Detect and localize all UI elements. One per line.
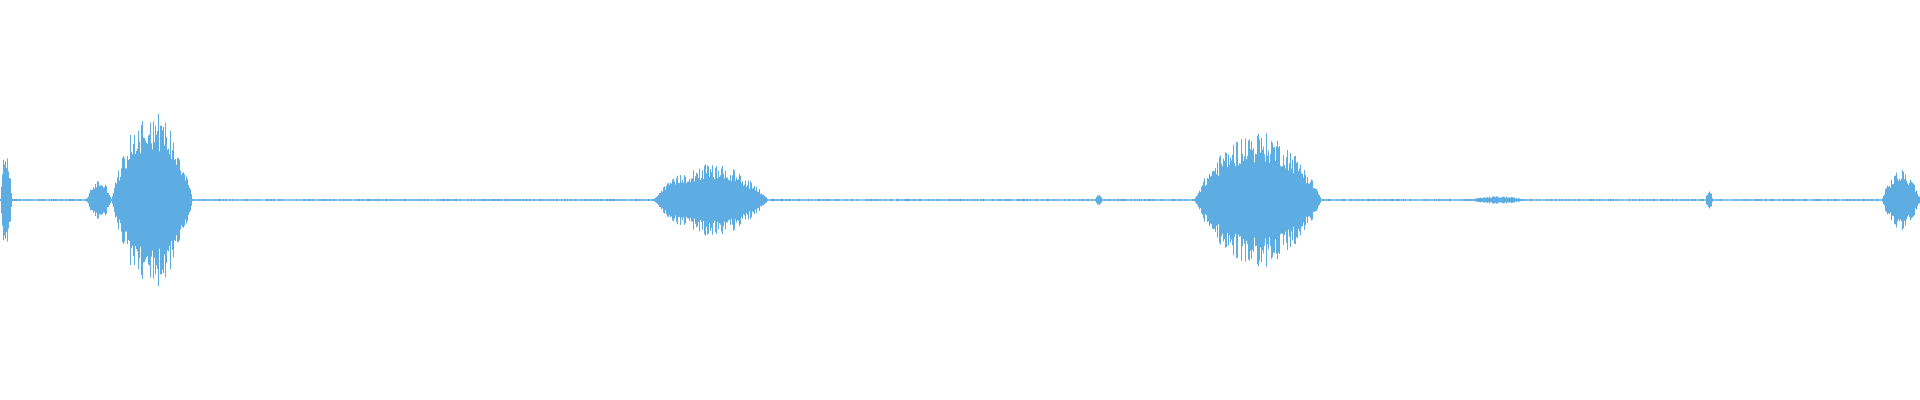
waveform-bars (0, 113, 1920, 287)
waveform-path (0, 113, 1920, 287)
